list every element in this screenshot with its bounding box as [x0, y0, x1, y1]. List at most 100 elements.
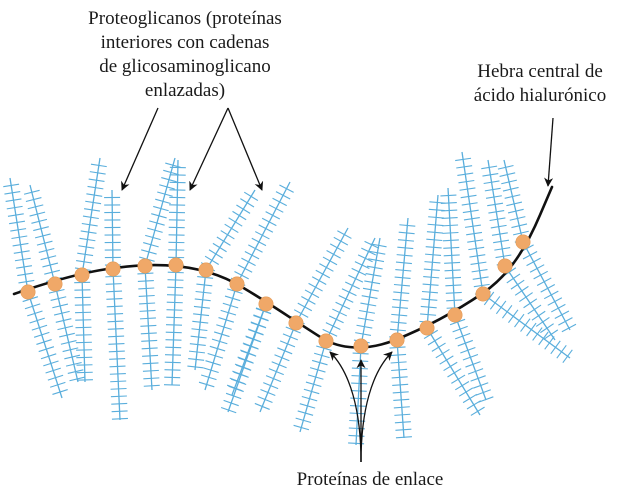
link-protein-node [20, 284, 36, 300]
gag-branch [27, 204, 44, 210]
link-protein-node [137, 258, 153, 274]
gag-branch [18, 279, 35, 284]
gag-branch [357, 317, 374, 322]
gag-branch [33, 331, 50, 338]
gag-chain [104, 189, 121, 270]
gag-branch [243, 191, 259, 202]
gag-branch [147, 227, 163, 233]
gag-branch [165, 346, 182, 349]
proteoglycans-label-line-3: de glicosaminoglicano [99, 56, 271, 77]
gag-branch [78, 245, 95, 249]
gag-branch [554, 310, 570, 320]
gag-branch [391, 313, 408, 317]
gag-chain [423, 327, 485, 416]
gag-branch [157, 191, 173, 197]
gag-branch [43, 360, 59, 367]
gag-branch [141, 249, 157, 255]
gag-branch [297, 302, 313, 312]
gag-branch [392, 391, 409, 394]
gag-branch [188, 358, 205, 361]
gag-branch [86, 193, 103, 197]
gag-branch [230, 378, 247, 385]
gag-chain [3, 177, 36, 293]
gag-branch [188, 350, 205, 354]
gag-chain [220, 303, 272, 414]
gag-branch [314, 352, 330, 359]
gag-branch [501, 305, 513, 319]
gag-branch [431, 342, 446, 352]
gag-branch [42, 262, 59, 268]
gag-branch [470, 261, 487, 266]
gag-branch [468, 246, 485, 251]
gag-chain [419, 194, 446, 329]
gag-branch [109, 372, 126, 375]
gag-chain [481, 159, 513, 267]
gag-branch [483, 180, 500, 185]
gag-branch [111, 410, 128, 413]
gag-branch [31, 218, 48, 224]
gag-branch [268, 368, 284, 376]
gag-branch [535, 316, 550, 327]
gag-branch [443, 246, 460, 249]
gag-branch [348, 274, 364, 283]
gag-branch [240, 198, 255, 208]
gag-chain [74, 274, 93, 383]
gag-branch [444, 261, 461, 264]
gag-branch [52, 303, 69, 309]
gag-branch [271, 361, 287, 369]
gag-branch [338, 295, 354, 303]
gag-branch [189, 343, 206, 346]
gag-branch [510, 279, 525, 290]
gag-branch [36, 240, 53, 246]
gag-branch [4, 191, 21, 195]
gag-chain [187, 269, 214, 371]
gag-branch [107, 313, 124, 315]
gag-branch [472, 276, 489, 280]
gag-branch [422, 283, 439, 286]
gag-branch [462, 393, 478, 404]
gag-branch [282, 333, 298, 341]
arrow-proteoglycan-1 [121, 107, 159, 191]
gag-branch [80, 230, 97, 234]
gag-branch [391, 376, 408, 379]
gag-branch [369, 250, 386, 255]
gag-branch [426, 238, 443, 242]
gag-chain [290, 227, 352, 325]
gag-branch [142, 369, 159, 372]
gag-branch [47, 374, 64, 381]
gag-branch [460, 346, 476, 354]
gag-branch [40, 353, 57, 360]
gag-branch [143, 242, 159, 248]
gag-branch [351, 375, 368, 377]
gag-branch [297, 410, 314, 416]
gag-branch [167, 286, 184, 289]
gag-branch [82, 215, 99, 220]
gag-branch [106, 305, 123, 308]
gag-branch [326, 249, 341, 259]
gag-branch [38, 247, 55, 253]
gag-branch [79, 237, 96, 242]
gag-branch [395, 261, 412, 265]
gag-branch [159, 184, 175, 190]
gag-branch [457, 172, 474, 176]
gag-branch [488, 210, 505, 214]
gag-branch [295, 417, 312, 424]
link-protein-node [105, 261, 121, 277]
link-protein-node [198, 262, 214, 278]
gag-branch [471, 268, 488, 273]
gag-branch [454, 381, 470, 391]
gag-branch [161, 177, 177, 183]
gag-branch [108, 350, 125, 353]
gag-branch [349, 419, 366, 422]
gag-branch [397, 246, 414, 250]
gag-branch [427, 223, 444, 227]
gag-branch [214, 331, 230, 338]
gag-branch [462, 209, 479, 214]
gag-branch [265, 211, 281, 220]
gag-branch [472, 382, 489, 389]
gag-branch [506, 201, 523, 207]
gag-branch [105, 283, 122, 285]
gag-branch [493, 239, 510, 244]
gag-branch [311, 276, 327, 285]
arrow-hyaluronic-strand [544, 117, 554, 187]
